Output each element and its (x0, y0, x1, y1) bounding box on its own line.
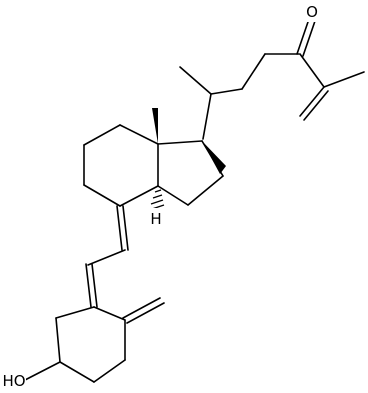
bond-c13-c12 (119, 124, 159, 145)
bond-c3-oh (24, 361, 61, 381)
bond-c10-ch2-a (122, 297, 161, 319)
hash-c14-h-1 (154, 189, 162, 193)
bond-c25-ch2-b (303, 90, 329, 121)
bond-c20-methyl (179, 66, 212, 95)
bond-c25-ch2-a (299, 86, 325, 117)
bond-c22-c23 (241, 53, 266, 90)
bond-c17-c20-hashed (202, 93, 212, 140)
bond-c10-ch2-b (126, 302, 165, 324)
bond-c2-c3 (59, 361, 95, 383)
bond-c4-c5 (55, 306, 95, 319)
bond-c5-c10 (93, 306, 126, 321)
hash-c14-h-2 (152, 194, 163, 199)
bond-c9-c8 (83, 184, 121, 207)
ring-junction-hydrogen-label: H (150, 210, 161, 228)
side-chain (179, 18, 365, 121)
bond-c24-c25 (299, 53, 325, 88)
bond-c13-c17 (157, 140, 203, 145)
bond-c3-c4 (55, 317, 61, 363)
bond-c7-c6 (87, 249, 126, 266)
bond-c8-c7-b (122, 205, 129, 251)
hydroxyl-atom-label: HO (2, 372, 25, 390)
bond-c8-c14 (119, 185, 159, 207)
bond-c16-c15 (187, 175, 224, 206)
oxygen-label-bg (302, 2, 322, 22)
bond-c6-c5-a (85, 263, 92, 308)
a-ring (24, 297, 165, 383)
hash-c14-h-3 (150, 199, 164, 205)
hydroxyl-label-bg (0, 371, 26, 391)
bond-c15-c14 (157, 185, 189, 206)
junction-h-label-bg (148, 208, 164, 228)
five-membered-ring (152, 93, 226, 206)
triene-linker (85, 205, 129, 308)
bond-c24-o-a (296, 18, 310, 55)
bond-c20-c22 (210, 88, 243, 95)
wedge-c13-methyl (152, 108, 158, 144)
bond-c12-c11 (83, 124, 121, 146)
bond-c6-c5-b (91, 263, 98, 308)
bond-c8-c7-a (116, 205, 123, 251)
oxygen-atom-label: O (306, 3, 318, 21)
six-membered-ring-cd (83, 124, 165, 211)
bond-c24-o-b (302, 20, 316, 57)
bond-c25-methyl (323, 71, 365, 88)
wedge-c17-c16 (202, 141, 226, 174)
bond-c1-c2 (93, 359, 126, 383)
